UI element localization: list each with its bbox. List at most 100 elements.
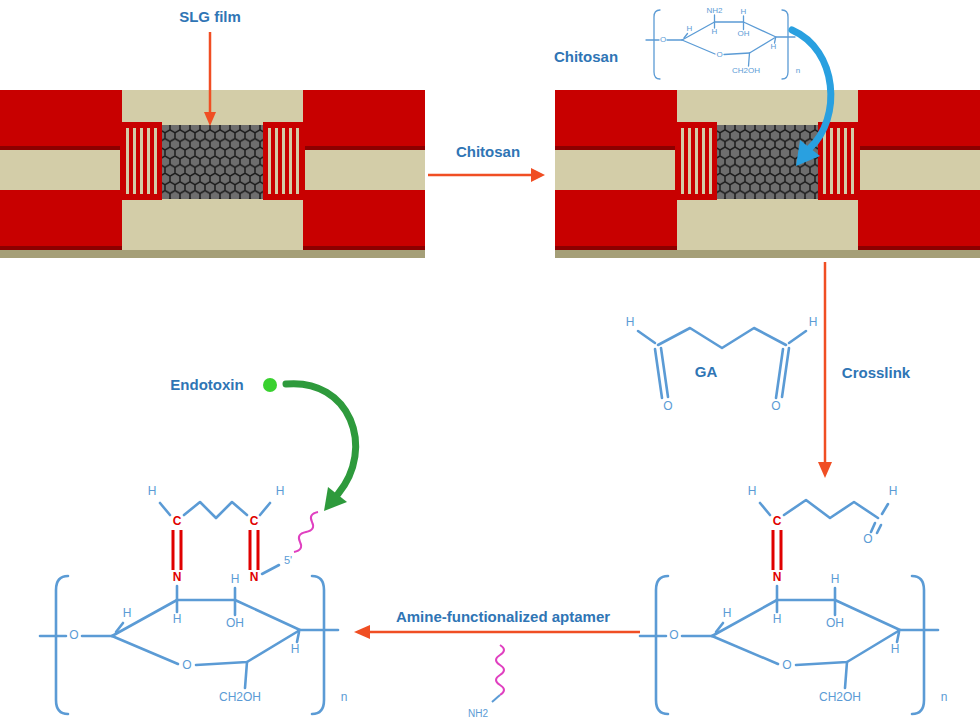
endotoxin-arrow: [263, 378, 356, 511]
drawing-part: [262, 565, 279, 574]
atom-label: NH2: [706, 7, 722, 16]
graphene-device: [555, 90, 980, 258]
atom-label: C: [250, 515, 259, 528]
drawing-part: [370, 631, 640, 634]
atom-label: H: [831, 573, 840, 586]
atom-label: 5': [284, 554, 292, 566]
coating-arrow: [792, 30, 831, 166]
atom-label: O: [69, 629, 78, 642]
atom-label: C: [773, 515, 782, 528]
aptamer-arrow: [354, 625, 640, 639]
panel-heading: Chitosan: [554, 49, 618, 66]
atom-label: N: [773, 571, 782, 584]
drawing-part: [784, 500, 878, 518]
annotation-label: Crosslink: [842, 365, 910, 382]
aptamer-strand: [294, 512, 318, 552]
drawing-part: [760, 503, 770, 515]
atom-label: H: [773, 613, 782, 626]
drawing-part: [882, 504, 888, 514]
drawing-part: [658, 328, 786, 348]
drawing-part: [160, 503, 170, 515]
drawing-part: [773, 530, 781, 570]
atom-label: n: [941, 691, 948, 704]
atom-label: H: [891, 643, 900, 656]
drawing-part: [824, 262, 827, 462]
drawing-part: [286, 384, 356, 494]
ga-molecule: [638, 328, 806, 398]
drawing-part: [638, 331, 655, 343]
atom-label: H: [712, 28, 718, 37]
aptamer-chitosan: [40, 502, 338, 714]
annotation-label: Endotoxin: [170, 377, 243, 394]
atom-label: O: [863, 533, 872, 546]
drawing-part: [173, 530, 258, 570]
atom-label: H: [626, 316, 635, 329]
annotation-label: GA: [695, 364, 718, 381]
atom-label: N: [250, 571, 259, 584]
annotation-label: Amine-functionalized aptamer: [396, 609, 610, 626]
drawing-part: [760, 500, 888, 533]
atom-label: CH2OH: [732, 67, 760, 76]
atom-label: O: [716, 51, 722, 60]
drawing-part: [40, 576, 338, 714]
drawing-part: [646, 10, 795, 79]
drawing-part: [184, 502, 247, 518]
atom-label: OH: [738, 30, 750, 39]
drawing-part: [492, 695, 500, 702]
drawing-part: [796, 140, 820, 166]
drawing-part: [789, 331, 806, 343]
free-aptamer: [492, 645, 504, 702]
arrow-line: [428, 174, 531, 177]
chitosan-structure: [646, 10, 795, 79]
atom-label: H: [123, 607, 132, 620]
atom-label: H: [771, 43, 777, 52]
crosslinked-chitosan: [640, 500, 938, 714]
process-arrow: [428, 168, 545, 182]
atom-label: H: [889, 485, 898, 498]
atom-label: O: [782, 659, 791, 672]
atom-label: OH: [226, 617, 244, 630]
drawing-part: [655, 348, 668, 398]
drawing-part: [776, 348, 789, 398]
device-panel: Chitosan: [545, 45, 980, 258]
drawing-part: [818, 462, 832, 478]
arrow-head: [531, 168, 545, 182]
atom-label: N: [173, 571, 182, 584]
atom-label: O: [663, 400, 672, 413]
atom-label: H: [231, 573, 240, 586]
atom-label: CH2OH: [219, 691, 261, 704]
atom-label: O: [771, 400, 780, 413]
drawing-part: [792, 30, 831, 148]
atom-label: O: [669, 629, 678, 642]
atom-label: H: [723, 607, 732, 620]
drawing-part: [263, 378, 277, 392]
atom-label: H: [809, 316, 818, 329]
drawing-part: [204, 112, 216, 126]
atom-label: H: [148, 485, 157, 498]
arrow-label: Chitosan: [456, 144, 520, 161]
drawing-part: [324, 487, 347, 511]
atom-label: H: [173, 613, 182, 626]
atom-label: H: [687, 25, 693, 34]
atom-label: O: [182, 659, 191, 672]
atom-label: CH2OH: [819, 691, 861, 704]
atom-label: H: [276, 485, 285, 498]
drawing-part: [160, 502, 279, 574]
atom-label: NH2: [468, 708, 488, 719]
pointer-arrow: [204, 32, 216, 126]
atom-label: C: [173, 515, 182, 528]
atom-label: O: [660, 36, 666, 45]
panel-heading: SLG film: [179, 9, 241, 26]
drawing-part: [640, 576, 938, 714]
drawing-part: [871, 523, 881, 533]
device-panel: SLG film: [0, 5, 425, 258]
atom-label: OH: [826, 617, 844, 630]
drawing-part: [496, 645, 504, 695]
atom-label: H: [748, 485, 757, 498]
atom-label: n: [341, 691, 348, 704]
drawing-part: [354, 625, 370, 639]
graphene-device: [0, 90, 425, 258]
crosslink-arrow: [818, 262, 832, 478]
